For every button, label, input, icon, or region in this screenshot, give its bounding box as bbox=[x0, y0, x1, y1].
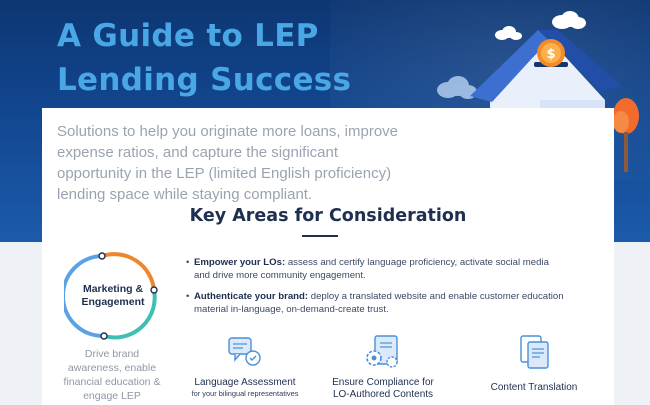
bullet-item: Empower your LOs: assess and certify lan… bbox=[186, 256, 566, 282]
page-title: A Guide to LEP Lending Success bbox=[57, 14, 417, 102]
translation-documents-icon bbox=[520, 335, 549, 369]
bullet-text: deploy a translated website and enable c… bbox=[194, 291, 564, 315]
page-title-line2: Lending Success bbox=[57, 62, 352, 98]
tree-icon bbox=[613, 98, 639, 172]
marketing-engagement-ring bbox=[64, 252, 158, 340]
feature-title-line1: Ensure Compliance for bbox=[332, 377, 434, 388]
ring-label-line1: Marketing & bbox=[82, 283, 144, 295]
feature-language-assessment: Language Assessment for your bilingual r… bbox=[186, 332, 304, 398]
cloud-icon bbox=[552, 11, 586, 29]
ring-node bbox=[98, 252, 106, 260]
ring-description: Drive brand awareness, enable financial … bbox=[63, 348, 161, 405]
feature-title-line2: LO-Authored Contents bbox=[332, 389, 434, 400]
bullet-item: Authenticate your brand: deploy a transl… bbox=[186, 290, 566, 316]
compliance-gears-icon bbox=[366, 335, 398, 368]
section-divider bbox=[302, 235, 338, 237]
hero-subtitle: Solutions to help you originate more loa… bbox=[57, 123, 399, 203]
feature-title: Content Translation bbox=[490, 382, 578, 393]
cloud-icon bbox=[437, 76, 477, 99]
assessment-speech-icon bbox=[228, 337, 261, 366]
cloud-icon bbox=[495, 26, 522, 40]
svg-text:$: $ bbox=[546, 47, 555, 62]
feature-compliance: Ensure Compliance for LO-Authored Conten… bbox=[323, 332, 443, 401]
section-title: Key Areas for Consideration bbox=[189, 206, 467, 226]
feature-subtitle: for your bilingual representatives bbox=[191, 389, 299, 398]
ring-label: Marketing & Engagement bbox=[68, 283, 158, 309]
feature-title: Language Assessment bbox=[194, 377, 296, 388]
bullet-list: Empower your LOs: assess and certify lan… bbox=[186, 256, 566, 324]
feature-content-translation: Content Translation bbox=[478, 332, 590, 394]
bullet-lead: Authenticate your brand: bbox=[194, 291, 309, 302]
ring-label-line2: Engagement bbox=[81, 296, 145, 308]
bullet-lead: Empower your LOs: bbox=[194, 257, 286, 268]
ring-node bbox=[100, 332, 108, 340]
ring-node bbox=[150, 286, 158, 294]
page-title-line1: A Guide to LEP bbox=[57, 18, 319, 54]
bullet-text: assess and certify language proficiency,… bbox=[194, 257, 549, 281]
